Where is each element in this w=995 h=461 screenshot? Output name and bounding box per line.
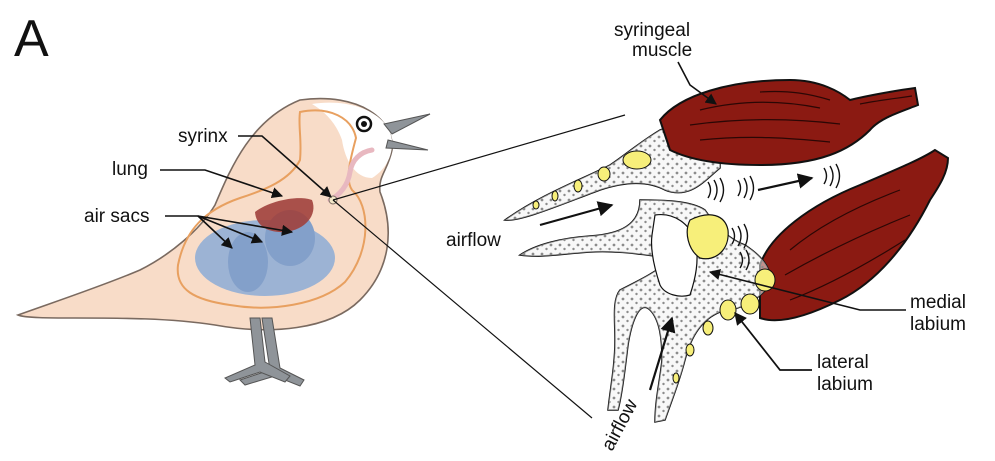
beak: [384, 114, 430, 150]
airflow-label-top: airflow: [446, 230, 501, 251]
syringeal-label-line1: syringeal: [614, 20, 690, 41]
syringeal-muscle-top: [660, 80, 918, 165]
medial-labium: [687, 215, 728, 259]
syringeal-label-line2: muscle: [632, 40, 692, 61]
syrinx-label: syrinx: [178, 126, 228, 147]
air-sacs-label: air sacs: [84, 206, 149, 227]
airflow-label-bottom: airflow: [598, 396, 642, 455]
lateral-labium-leader: [735, 313, 812, 370]
lateral-labium-line2: labium: [817, 374, 873, 395]
panel-letter: A: [14, 10, 49, 68]
medial-labium-line2: labium: [910, 314, 966, 335]
pupil: [361, 121, 367, 127]
lung-label: lung: [112, 159, 148, 180]
medial-labium-line1: medial: [910, 292, 966, 313]
lateral-labium-line1: lateral: [817, 352, 869, 373]
air-sac: [228, 232, 268, 292]
syrinx-detail: [505, 80, 948, 422]
airflow-arrow-out: [758, 178, 812, 190]
